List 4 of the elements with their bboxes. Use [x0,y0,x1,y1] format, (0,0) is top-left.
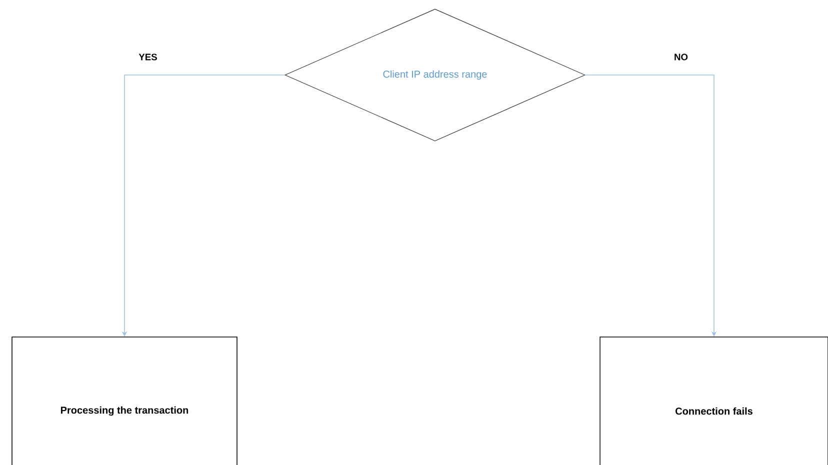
process-box: Processing the transaction [12,336,238,465]
edge-label: NO [672,52,690,62]
process-box: Connection fails [600,336,828,465]
edge-label: YES [137,52,159,62]
